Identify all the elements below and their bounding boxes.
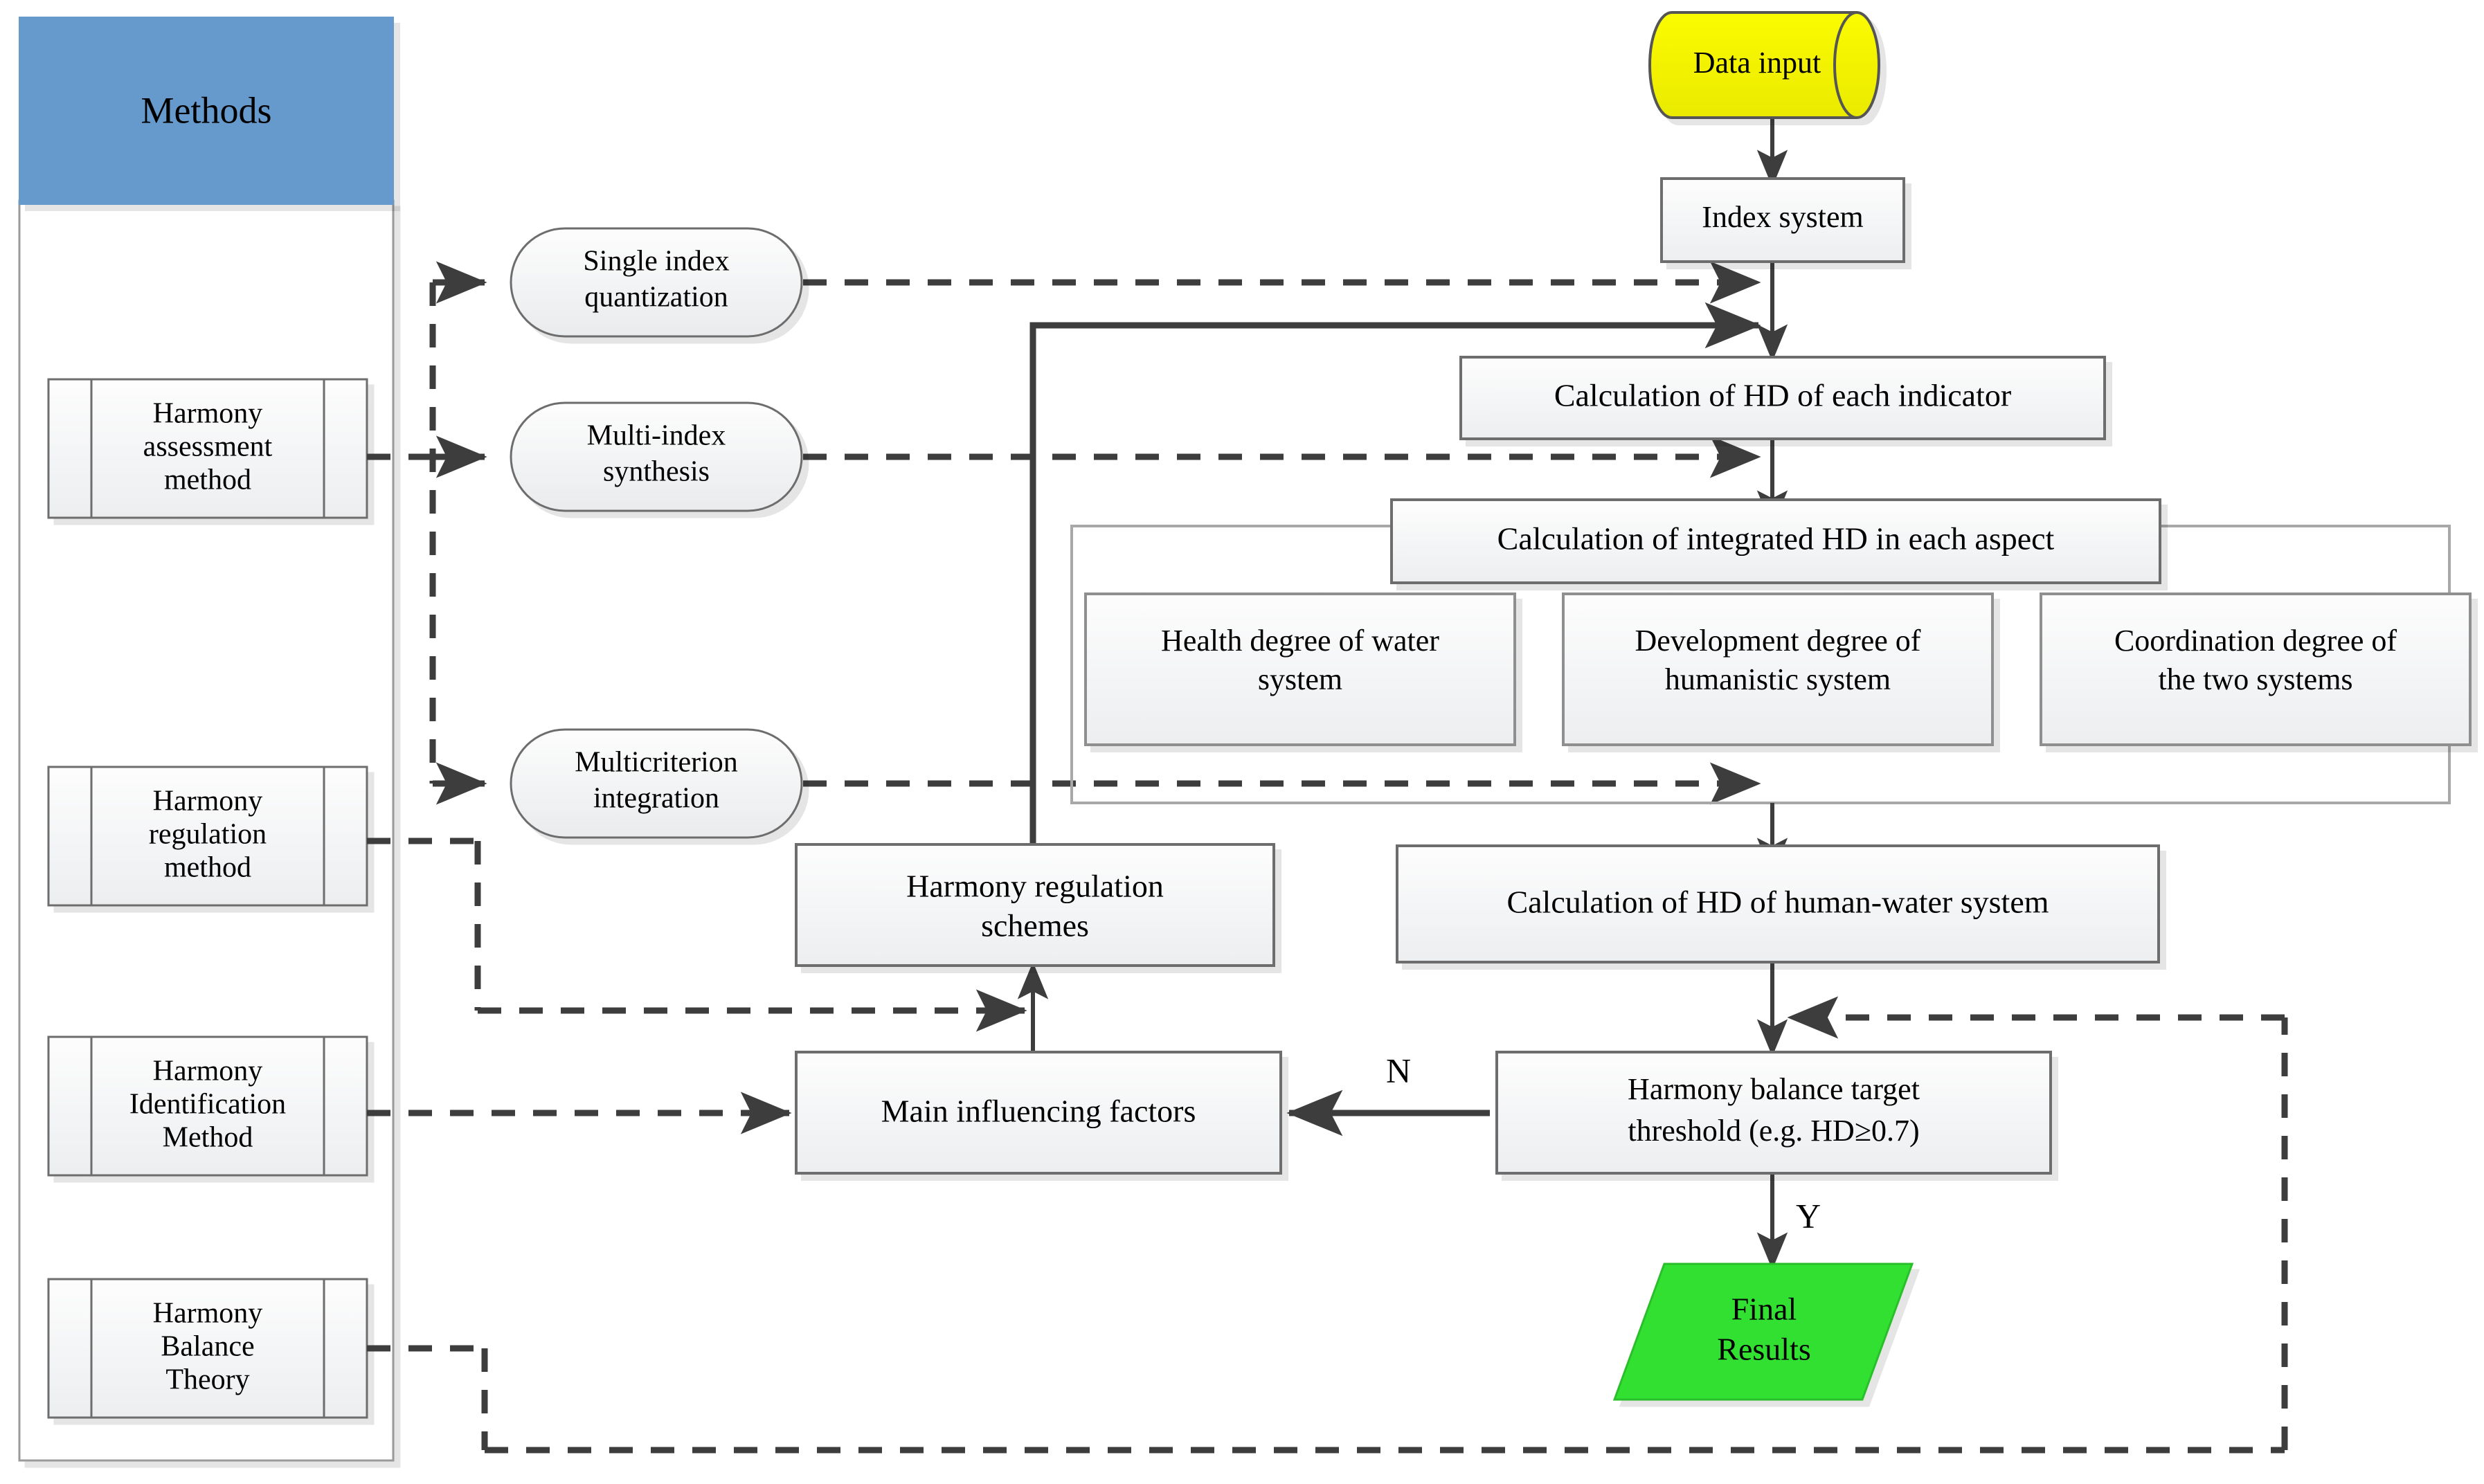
- node-calc-hd-human-water-system[interactable]: Calculation of HD of human-water system: [1396, 844, 2160, 963]
- method-box-harmony-assessment[interactable]: Harmony assessment method: [47, 378, 368, 519]
- node-label-line: Coordination degree of: [2114, 624, 2397, 658]
- node-label-line: Development degree of: [1635, 624, 1921, 658]
- node-calc-integrated-hd[interactable]: Calculation of integrated HD in each asp…: [1390, 498, 2161, 584]
- method-label-line: method: [164, 464, 251, 496]
- node-harmony-regulation-schemes[interactable]: Harmony regulation schemes: [795, 843, 1275, 967]
- node-label-line: Harmony regulation: [906, 869, 1164, 904]
- methods-panel-header: [19, 17, 394, 205]
- method-label-line: Harmony: [153, 1298, 263, 1330]
- edge-label-y: Y: [1796, 1196, 1821, 1235]
- node-label-line: Health degree of water: [1161, 624, 1439, 658]
- method-label-line: Identification: [129, 1089, 286, 1121]
- edge-label-n: N: [1386, 1051, 1411, 1089]
- edge-schemes-feedback-to-indicator: [1029, 302, 1761, 865]
- method-label-line: regulation: [149, 819, 267, 851]
- methods-panel-title: Methods: [141, 89, 272, 131]
- node-label: Calculation of integrated HD in each asp…: [1497, 521, 2055, 556]
- node-final-results[interactable]: Final Results: [1612, 1263, 1914, 1401]
- method-box-harmony-balance-theory[interactable]: Harmony Balance Theory: [47, 1278, 368, 1419]
- node-label: Index system: [1702, 200, 1863, 234]
- method-box-harmony-identification[interactable]: Harmony Identification Method: [47, 1035, 368, 1177]
- method-label-line: Theory: [165, 1364, 249, 1396]
- node-label-line: Results: [1717, 1332, 1810, 1367]
- node-label-line: schemes: [981, 908, 1089, 943]
- node-label: Calculation of HD of each indicator: [1554, 378, 2011, 413]
- node-label: Calculation of HD of human-water system: [1506, 885, 2049, 920]
- node-main-influencing-factors[interactable]: Main influencing factors: [795, 1051, 1282, 1175]
- method-label-line: Harmony: [153, 398, 263, 430]
- method-label-line: Balance: [161, 1331, 254, 1363]
- node-multi-index-synthesis[interactable]: Multi-index synthesis: [510, 401, 803, 512]
- node-index-system[interactable]: Index system: [1660, 177, 1905, 263]
- node-health-degree-water-system[interactable]: Health degree of water system: [1084, 592, 1516, 746]
- node-label-line: Multicriterion: [575, 747, 738, 779]
- node-label-line: Final: [1731, 1292, 1797, 1327]
- node-label: Data input: [1693, 46, 1821, 80]
- methods-panel: Methods: [18, 17, 395, 1462]
- node-development-degree-humanistic-system[interactable]: Development degree of humanistic system: [1562, 592, 1994, 746]
- node-label-line: Harmony balance target: [1628, 1072, 1920, 1106]
- node-single-index-quantization[interactable]: Single index quantization: [510, 227, 803, 338]
- node-label-line: threshold (e.g. HD≥0.7): [1628, 1114, 1919, 1148]
- node-label-line: quantization: [584, 282, 728, 314]
- edges-solid: [1017, 118, 1788, 1270]
- node-calc-hd-indicator[interactable]: Calculation of HD of each indicator: [1459, 356, 2106, 440]
- node-label-line: humanistic system: [1665, 662, 1891, 696]
- node-coordination-degree-two-systems[interactable]: Coordination degree of the two systems: [2040, 592, 2472, 746]
- method-label-line: Harmony: [153, 1056, 263, 1087]
- method-box-harmony-regulation[interactable]: Harmony regulation method: [47, 766, 368, 907]
- edges-dashed: [367, 261, 2288, 1454]
- node-label-line: system: [1258, 662, 1342, 696]
- node-data-input[interactable]: Data input: [1648, 11, 1880, 119]
- node-label-line: synthesis: [603, 456, 710, 488]
- method-label-line: Harmony: [153, 786, 263, 817]
- node-harmony-balance-threshold[interactable]: Harmony balance target threshold (e.g. H…: [1495, 1051, 2052, 1175]
- node-label-line: integration: [593, 783, 719, 815]
- node-label-line: the two systems: [2158, 662, 2352, 696]
- method-label-line: assessment: [143, 431, 273, 463]
- node-multicriterion-integration[interactable]: Multicriterion integration: [510, 728, 803, 839]
- node-label: Main influencing factors: [881, 1094, 1196, 1129]
- node-label-line: Multi-index: [587, 420, 726, 452]
- method-label-line: method: [164, 852, 251, 884]
- node-label-line: Single index: [583, 246, 729, 278]
- method-label-line: Method: [163, 1122, 253, 1154]
